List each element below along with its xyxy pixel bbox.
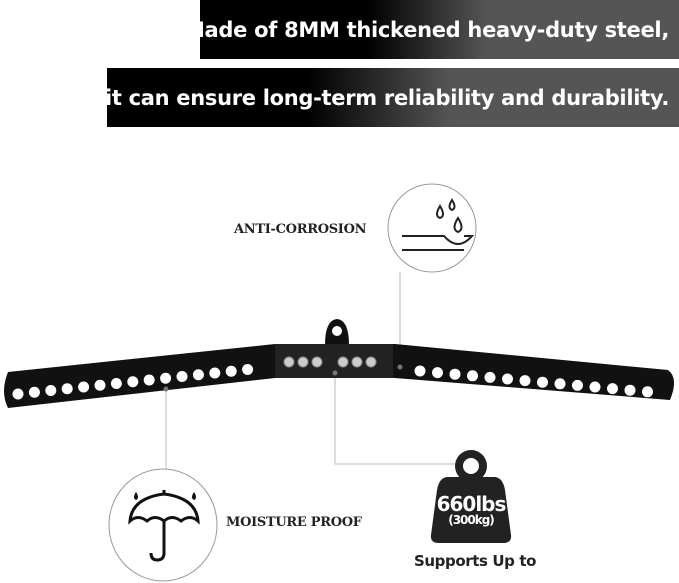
bar-hole: [143, 374, 155, 386]
supports-label: Supports Up to: [414, 552, 536, 570]
bar-hole: [45, 385, 57, 396]
bar-hole: [28, 386, 40, 398]
headline-banner-1: Made of 8MM thickened heavy-duty steel,: [184, 0, 679, 59]
bar-hole: [209, 367, 221, 379]
headline-line-2: it can ensure long-term reliability and …: [104, 85, 669, 110]
bar-hole: [467, 370, 478, 382]
bolt: [283, 356, 295, 368]
bar-hole: [554, 378, 566, 390]
bar-hole: [624, 384, 636, 396]
bolt: [311, 356, 323, 368]
weight-lbs: 660lbs: [436, 492, 507, 516]
bar-hole: [414, 365, 426, 377]
bar-hole: [449, 368, 461, 380]
headline-banner-2: it can ensure long-term reliability and …: [104, 68, 679, 127]
bar-hole: [192, 369, 204, 381]
bar-hole: [572, 379, 583, 391]
bolt: [351, 356, 363, 368]
bar-hole: [61, 383, 73, 395]
bar-hole: [78, 381, 90, 393]
bar-hole: [176, 371, 188, 382]
bar-hole: [12, 388, 24, 400]
center-bolts: [283, 356, 377, 368]
bar-hole: [94, 379, 106, 391]
moisture-proof-label: MOISTURE PROOF: [226, 515, 362, 530]
bolt: [365, 356, 377, 368]
bar-hole: [160, 372, 172, 384]
steel-bar: [4, 319, 675, 408]
umbrella-icon: [108, 468, 218, 582]
bolt: [337, 356, 349, 368]
bar-hole: [519, 375, 531, 387]
bar-hole: [225, 365, 237, 377]
bar-hole: [537, 376, 548, 388]
headline-line-1: Made of 8MM thickened heavy-duty steel,: [183, 17, 669, 42]
bar-hole: [484, 371, 496, 383]
bar-hole: [432, 367, 443, 379]
bar-hole: [607, 383, 618, 395]
bar-hole: [110, 378, 122, 389]
bar-hole: [242, 364, 254, 375]
bar-hole: [502, 373, 513, 385]
weight-icon: [430, 450, 512, 543]
bar-hole: [589, 381, 601, 393]
bar-hole: [642, 386, 653, 398]
bar-holes: [12, 364, 653, 400]
bar-hole: [127, 376, 139, 388]
weight-kg: (300kg): [448, 513, 495, 527]
water-drops-icon: [387, 183, 477, 273]
anti-corrosion-label: ANTI-CORROSION: [234, 222, 367, 237]
callout-line-weight: [334, 373, 455, 465]
bolt: [297, 356, 309, 368]
